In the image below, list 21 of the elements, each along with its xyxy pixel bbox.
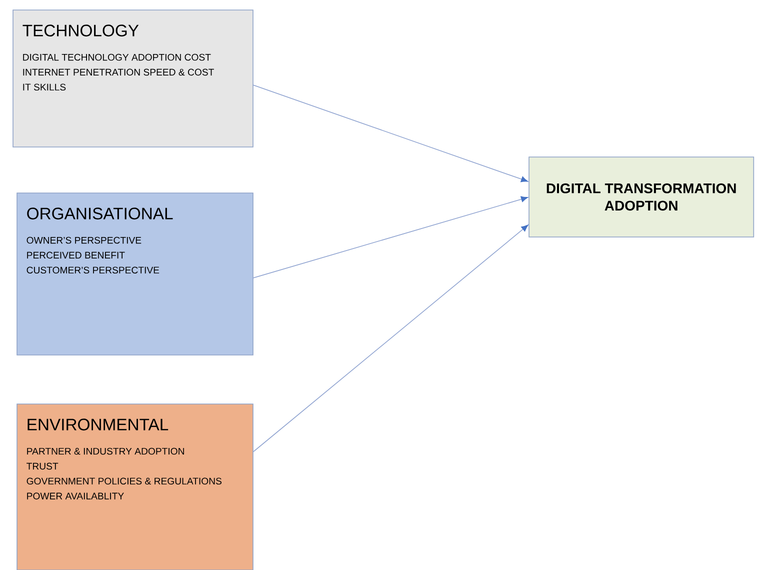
box-heading: ORGANISATIONAL [27,208,173,220]
factor-item: GOVERNMENT POLICIES & REGULATIONS [26,478,222,484]
factor-item: CUSTOMER’S PERSPECTIVE [26,266,160,274]
factor-box [16,404,254,570]
outcome-box [528,156,754,238]
box-heading: TECHNOLOGY [22,24,139,36]
factor-item: POWER AVAILABLITY [27,492,124,500]
factor-box [16,192,254,356]
arrow [252,224,528,452]
factor-item: DIGITAL TECHNOLOGY ADOPTION COST [23,54,211,61]
factor-item: INTERNET PENETRATION SPEED & COST [23,68,214,76]
factor-item: TRUST [26,462,58,470]
factor-item: PARTNER & INDUSTRY ADOPTION [27,448,184,455]
factor-item: PERCEIVED BENEFIT [27,252,125,259]
arrow [252,84,528,182]
factor-item: OWNER’S PERSPECTIVE [26,236,142,244]
box-heading: ENVIRONMENTAL [28,418,168,430]
node-title: DIGITAL TRANSFORMATION ADOPTION [546,183,736,211]
factor-box [12,10,254,148]
factor-item: IT SKILLS [23,84,66,91]
arrow [252,196,528,278]
